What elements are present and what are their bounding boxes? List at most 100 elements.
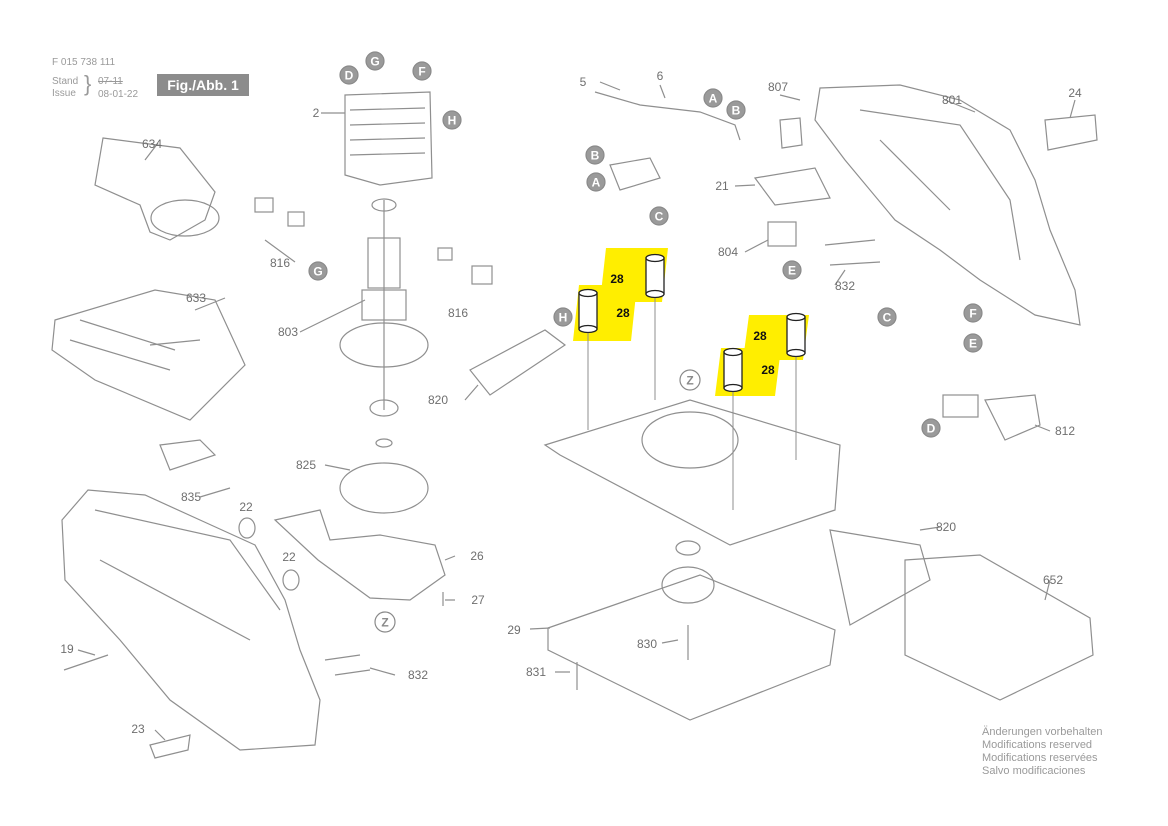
cable-6 <box>594 91 741 141</box>
marker-H-3: H <box>442 110 462 130</box>
marker-circle <box>365 51 385 71</box>
brush-left-a <box>254 197 274 213</box>
note-de: Änderungen vorbehalten <box>982 726 1103 738</box>
figure-label: Fig./Abb. 1 <box>157 74 249 96</box>
armature-bearing-top <box>371 198 397 212</box>
brush-right-a <box>437 247 453 261</box>
brace-symbol: } <box>84 71 92 96</box>
marker-circle <box>877 307 897 327</box>
marker-circle <box>726 100 746 120</box>
marker-circle <box>339 65 359 85</box>
marker-D-0: D <box>339 65 359 85</box>
part-28-callout-3: 28 <box>715 347 781 510</box>
leader-lines <box>77 81 1076 741</box>
marker-letter: C <box>883 311 892 325</box>
sleeve-22-b <box>282 569 300 591</box>
marker-letter: A <box>709 92 718 106</box>
marker-letter: H <box>448 114 457 128</box>
part-label-27-20: 27 <box>471 593 485 607</box>
part-label-26-19: 26 <box>470 549 484 563</box>
part-drawings <box>51 81 1098 759</box>
marker-circle <box>679 369 701 391</box>
marker-B-7: B <box>585 145 605 165</box>
marker-A-6: A <box>586 172 606 192</box>
screw-19 <box>63 654 109 671</box>
marker-letter: F <box>418 65 425 79</box>
sleeve-cylinder-bottom <box>578 324 598 334</box>
brush-right-b <box>471 265 493 285</box>
switch-rod <box>469 329 567 396</box>
marker-letter: D <box>927 422 936 436</box>
part-label-2-0: 2 <box>313 106 320 120</box>
housing-left-detail <box>94 509 281 641</box>
stand-label: Stand <box>52 76 79 87</box>
part-label-21-12: 21 <box>715 179 729 193</box>
part-label-812-14: 812 <box>1055 424 1075 438</box>
housing-half-left-drawing <box>61 489 321 751</box>
field-coil-windings <box>349 107 426 156</box>
part-label-832-29: 832 <box>408 668 428 682</box>
note-es: Salvo modificaciones <box>982 765 1086 777</box>
sleeve-cylinder <box>645 257 665 295</box>
marker-circle <box>963 333 983 353</box>
part-label-29-23: 29 <box>507 623 521 637</box>
part-label-816-28: 816 <box>448 306 468 320</box>
marker-E-14: E <box>963 333 983 353</box>
marker-A-8: A <box>703 88 723 108</box>
marker-letter: G <box>313 265 322 279</box>
marker-circle <box>412 61 432 81</box>
fan-washer <box>375 438 393 448</box>
part-label-5-1: 5 <box>580 75 587 89</box>
part-28-label: 28 <box>610 272 624 286</box>
sleeve-cylinder-bottom <box>786 348 806 358</box>
screws-832-left <box>324 654 371 676</box>
base-plate-drawing <box>543 399 841 546</box>
sleeve-cylinder-top <box>578 288 598 298</box>
armature-bearing-bottom <box>369 399 399 417</box>
part-label-634-6: 634 <box>142 137 162 151</box>
marker-circle <box>782 260 802 280</box>
marker-H-5: H <box>553 307 573 327</box>
marker-letter: H <box>559 311 568 325</box>
part-label-807-3: 807 <box>768 80 788 94</box>
marker-letter: Z <box>381 616 388 630</box>
marker-letter: E <box>969 337 977 351</box>
sleeve-cylinder-top <box>723 347 743 357</box>
sleeve-22-a <box>238 517 256 539</box>
part-label-803-9: 803 <box>278 325 298 339</box>
part-28-callout-1: 28 <box>573 285 637 430</box>
field-coil-drawing <box>344 91 433 186</box>
marker-C-10: C <box>649 206 669 226</box>
marker-B-9: B <box>726 100 746 120</box>
connector-block <box>609 157 661 191</box>
part-label-801-4: 801 <box>942 93 962 107</box>
part-label-816-7: 816 <box>270 256 290 270</box>
marker-G-4: G <box>308 261 328 281</box>
note-en: Modifications reserved <box>982 739 1093 751</box>
marker-circle <box>553 307 573 327</box>
pad-counterweight <box>675 540 701 556</box>
switch-cover-21 <box>753 167 831 206</box>
part-label-830-24: 830 <box>637 637 657 651</box>
part-label-652-26: 652 <box>1043 573 1063 587</box>
part-label-831-25: 831 <box>526 665 546 679</box>
part-28-label: 28 <box>753 329 767 343</box>
marker-letter: A <box>592 176 601 190</box>
marker-letter: F <box>969 307 976 321</box>
marker-circle <box>586 172 606 192</box>
part-label-835-15: 835 <box>181 490 201 504</box>
armature-core <box>361 289 407 321</box>
dust-nozzle-drawing <box>94 137 216 241</box>
clip-23 <box>149 734 191 759</box>
marker-letter: D <box>345 69 354 83</box>
part-label-22-17: 22 <box>239 500 253 514</box>
marker-letter: E <box>788 264 796 278</box>
old-date: 07-11 <box>98 76 123 87</box>
cover-24 <box>1044 114 1098 151</box>
marker-G-1: G <box>365 51 385 71</box>
